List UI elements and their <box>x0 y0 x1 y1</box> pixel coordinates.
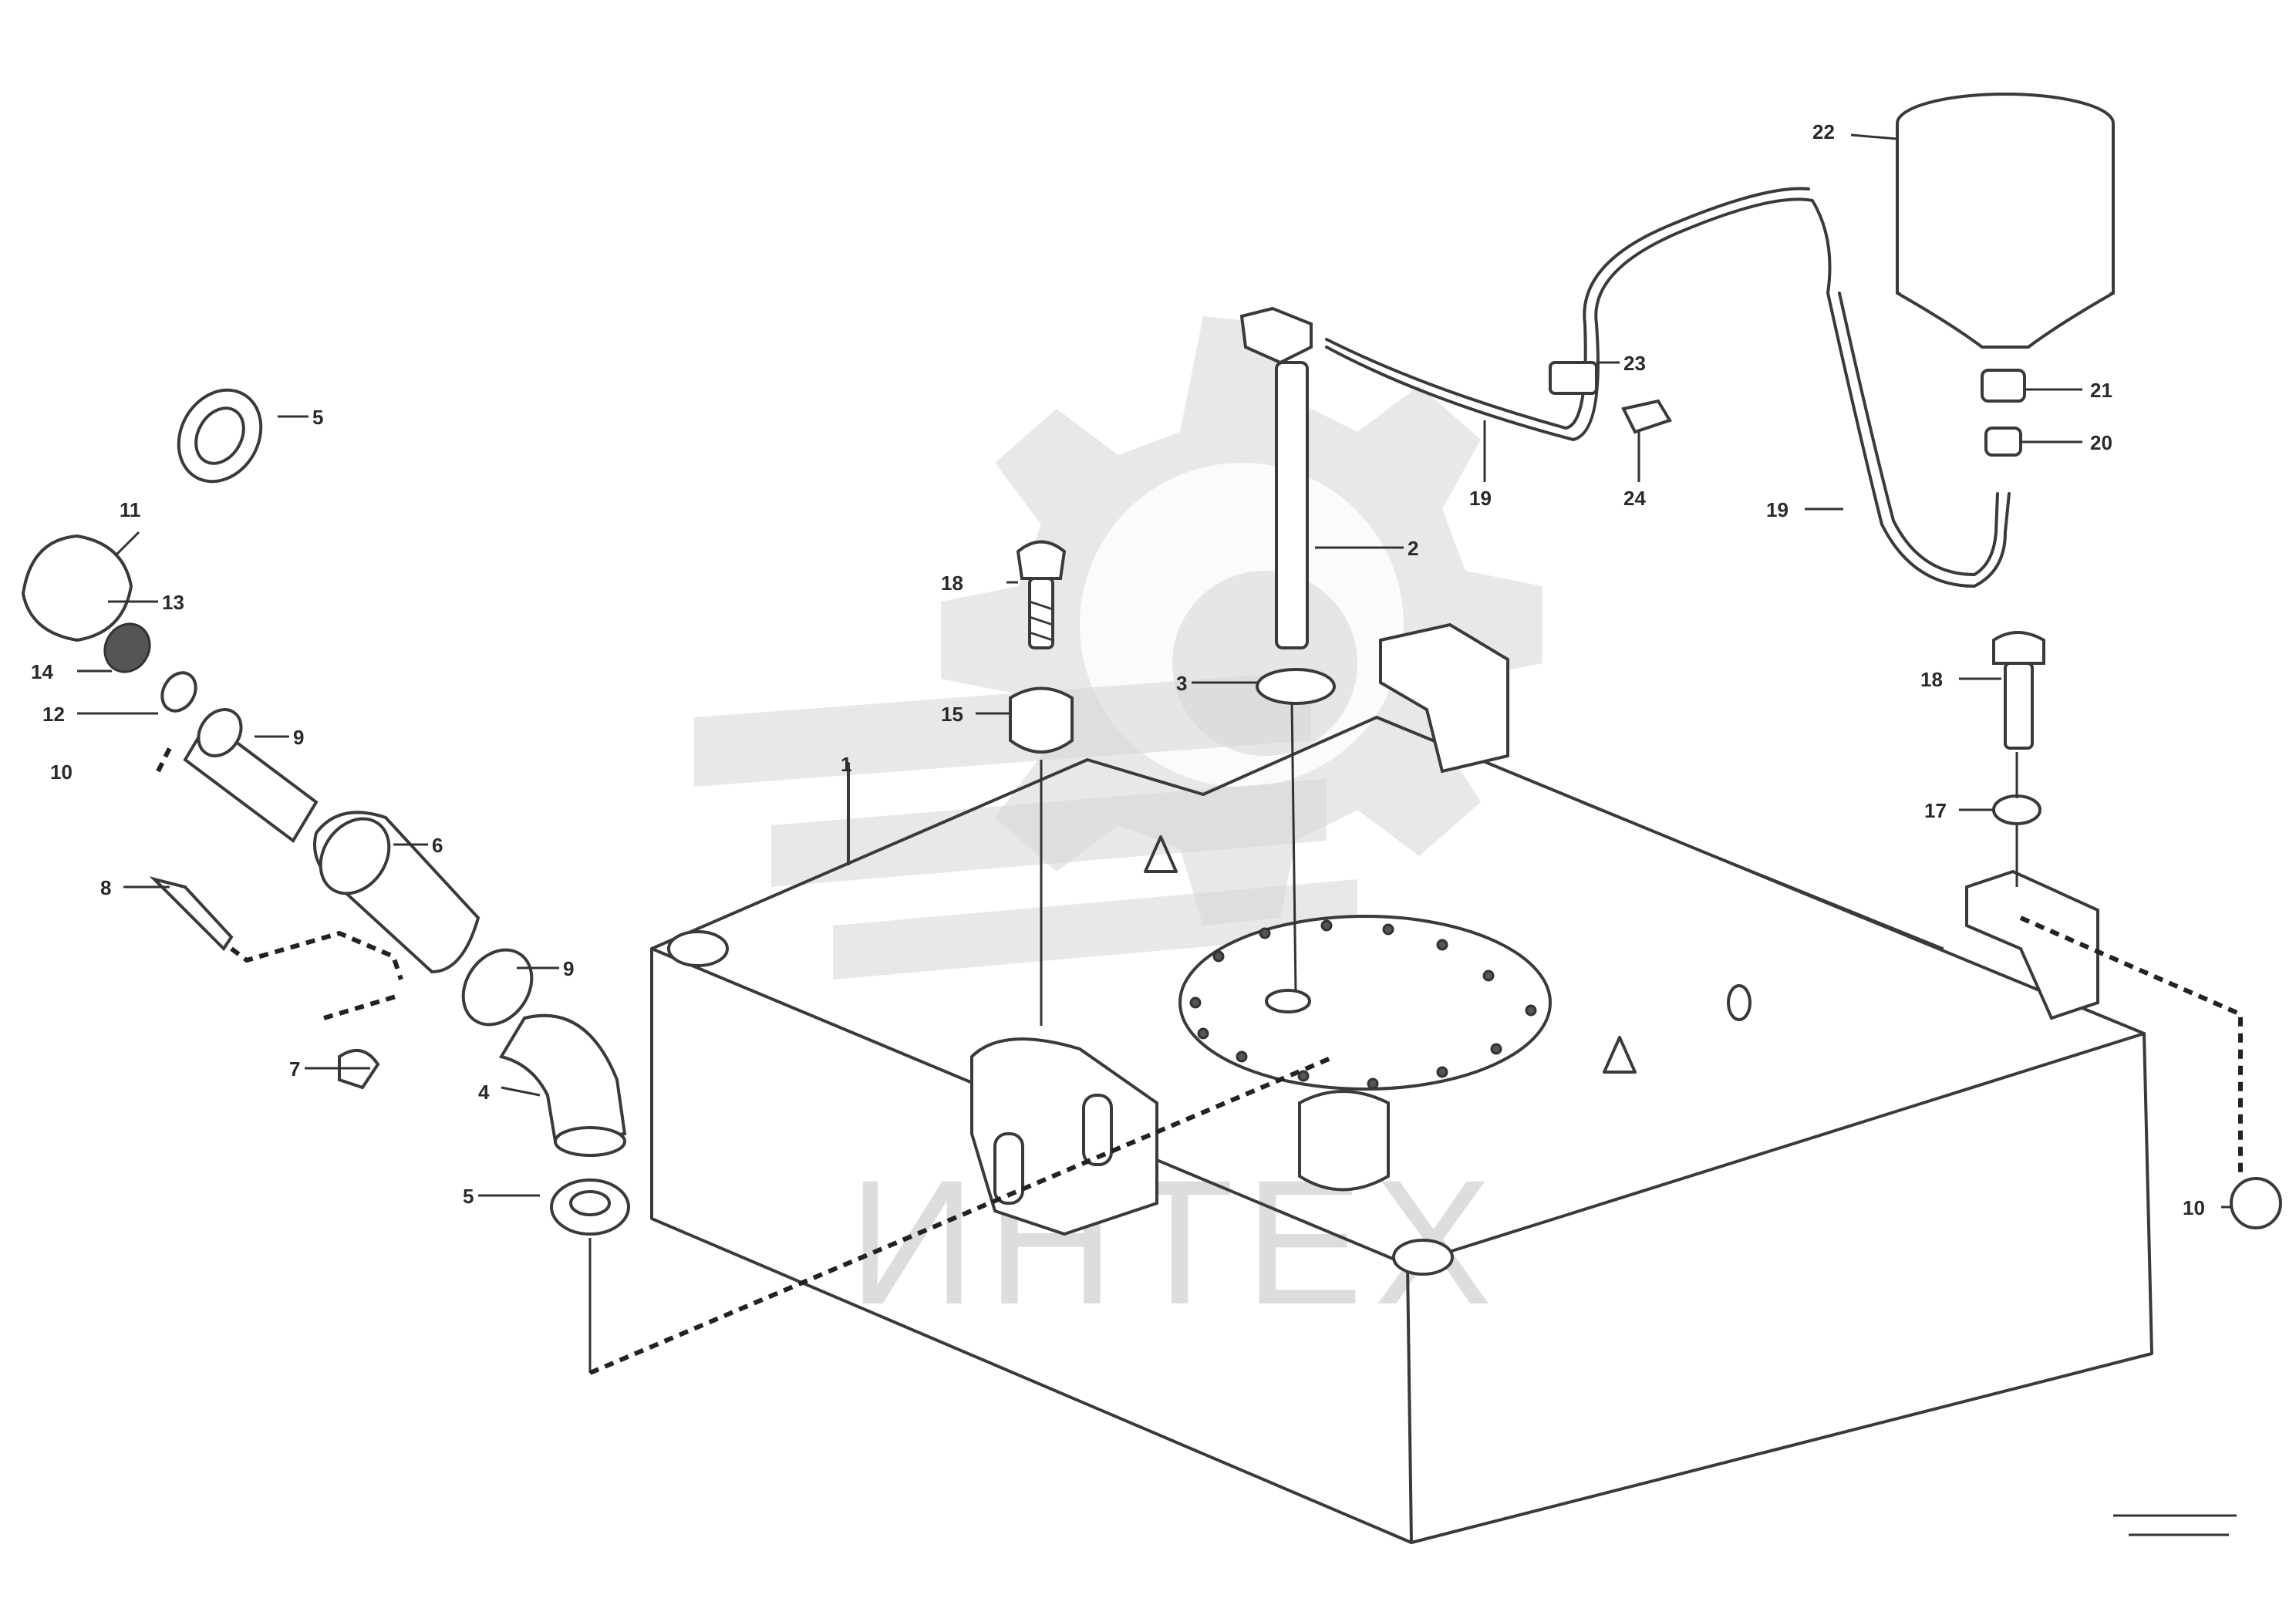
callout-19-left: 19 <box>1469 487 1492 510</box>
callout-13a: 5 <box>312 406 323 429</box>
warning-symbol <box>1603 1036 1637 1074</box>
callout-12: 12 <box>42 703 65 726</box>
filler-cap-11 <box>21 534 133 642</box>
callout-18-right: 18 <box>1920 668 1943 691</box>
outlet-fitting <box>1298 1090 1390 1192</box>
breather-tubing <box>1325 187 2011 588</box>
bolt-8 <box>149 876 234 952</box>
clamp-24 <box>1621 399 1672 434</box>
drawing-reference <box>2113 1514 2237 1536</box>
callout-4: 4 <box>478 1081 490 1104</box>
clamp-6 <box>461 948 534 1027</box>
sender-opening <box>1265 989 1311 1013</box>
mounting-bracket-right <box>1965 869 2099 1020</box>
strainer-14 <box>103 622 151 673</box>
callout-13: 13 <box>162 591 184 614</box>
ring-12 <box>160 671 197 713</box>
elbow-4 <box>498 1013 627 1144</box>
callout-24: 24 <box>1623 487 1646 510</box>
callout-20: 20 <box>2090 431 2112 454</box>
o-ring <box>1256 668 1336 705</box>
clip-23 <box>1549 361 1598 395</box>
fitting-21 <box>1981 369 2026 403</box>
bolt-18-right <box>1992 631 2045 750</box>
callout-1: 1 <box>841 753 851 776</box>
warning-symbol <box>1144 835 1178 873</box>
flange-bolts <box>1189 919 1537 1090</box>
watermark-logo <box>694 316 1542 980</box>
breather-block <box>1379 622 1509 774</box>
expansion-tank <box>1896 93 2115 457</box>
nut-10 <box>2230 1177 2282 1229</box>
corner-lug-front <box>1392 1239 1454 1276</box>
callout-6: 6 <box>432 834 443 857</box>
fuel-tank <box>650 622 2153 1544</box>
filler-neck-assembly <box>21 388 630 1236</box>
callout-9b: 9 <box>563 957 574 980</box>
callout-10-right: 10 <box>2183 1196 2205 1219</box>
callout-3: 3 <box>1176 672 1187 695</box>
bushing-16 <box>1009 686 1074 754</box>
callout-19-right: 19 <box>1766 498 1789 521</box>
fuel-level-sender <box>1239 306 1336 705</box>
callout-7: 7 <box>289 1057 300 1081</box>
callout-2: 2 <box>1408 537 1418 560</box>
callout-16: 15 <box>941 703 963 726</box>
callout-9: 9 <box>293 726 304 749</box>
washer-17 <box>1992 794 2041 825</box>
fitting-20 <box>1984 427 2022 457</box>
callout-14: 14 <box>31 660 53 683</box>
leader-lines <box>77 133 2231 1209</box>
callout-18-left: 18 <box>941 572 963 595</box>
callout-22: 22 <box>1812 120 1835 143</box>
callout-5: 5 <box>463 1185 474 1208</box>
bolt-18-left <box>1016 540 1067 649</box>
callout-21: 21 <box>2090 379 2112 402</box>
tank-flange <box>1178 915 1552 1091</box>
callout-17: 17 <box>1924 799 1947 822</box>
corner-lug-left <box>667 930 729 967</box>
callout-8: 8 <box>100 876 111 899</box>
callout-23: 23 <box>1623 352 1646 375</box>
vent-fitting <box>1727 984 1752 1021</box>
callout-11: 11 <box>120 498 141 521</box>
callout-labels: 5 11 13 14 12 10 9 6 9 4 5 7 8 18 15 3 2… <box>31 120 2205 1219</box>
callout-10: 10 <box>50 760 72 784</box>
watermark-text: ИНТЕХ <box>848 1143 1503 1341</box>
